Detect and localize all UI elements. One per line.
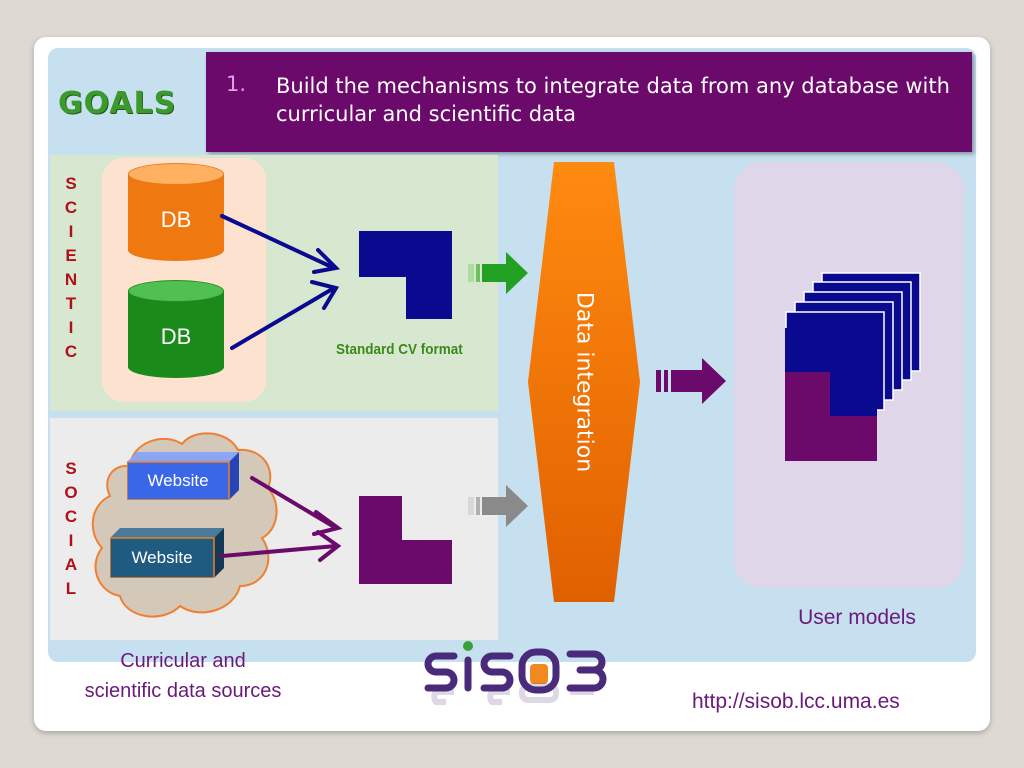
user-models-stack — [785, 272, 921, 461]
social-vertical-label: S O C I A L — [64, 459, 78, 598]
database-label: DB — [160, 324, 192, 349]
website-label: Website — [147, 471, 209, 490]
purple-arrow — [220, 530, 342, 562]
scientific-vertical-label: S C I E N T I C — [64, 174, 78, 361]
user-model-card — [785, 328, 877, 461]
database-label: DB — [160, 207, 192, 232]
goal-box — [206, 52, 972, 152]
database-orange: DB — [128, 163, 224, 261]
database-green: DB — [128, 280, 224, 378]
social-data-shape — [359, 496, 452, 584]
website-url[interactable]: http://sisob.lcc.uma.es — [692, 690, 900, 713]
purple-arrow — [250, 476, 343, 536]
goal-number: 1. — [226, 72, 247, 96]
user-models-label: User models — [798, 606, 916, 629]
data-sources-caption: Curricular and scientific data sources — [84, 650, 282, 702]
sisob-logo-text — [424, 648, 607, 694]
data-integration-shape — [528, 162, 640, 602]
purple-output-arrow — [656, 358, 726, 404]
goal-text: Build the mechanisms to integrate data f… — [276, 74, 950, 126]
cv-format-shape — [359, 231, 452, 319]
navy-arrow — [230, 280, 340, 350]
goals-heading: GOALS — [58, 86, 177, 121]
gray-arrow — [468, 485, 528, 527]
website-label: Website — [131, 548, 193, 567]
green-arrow — [468, 252, 528, 294]
sisob-logo — [424, 641, 607, 705]
data-integration-label: Data integration — [571, 291, 597, 473]
navy-arrow — [220, 214, 341, 274]
standard-cv-format-label: Standard CV format — [336, 341, 463, 358]
